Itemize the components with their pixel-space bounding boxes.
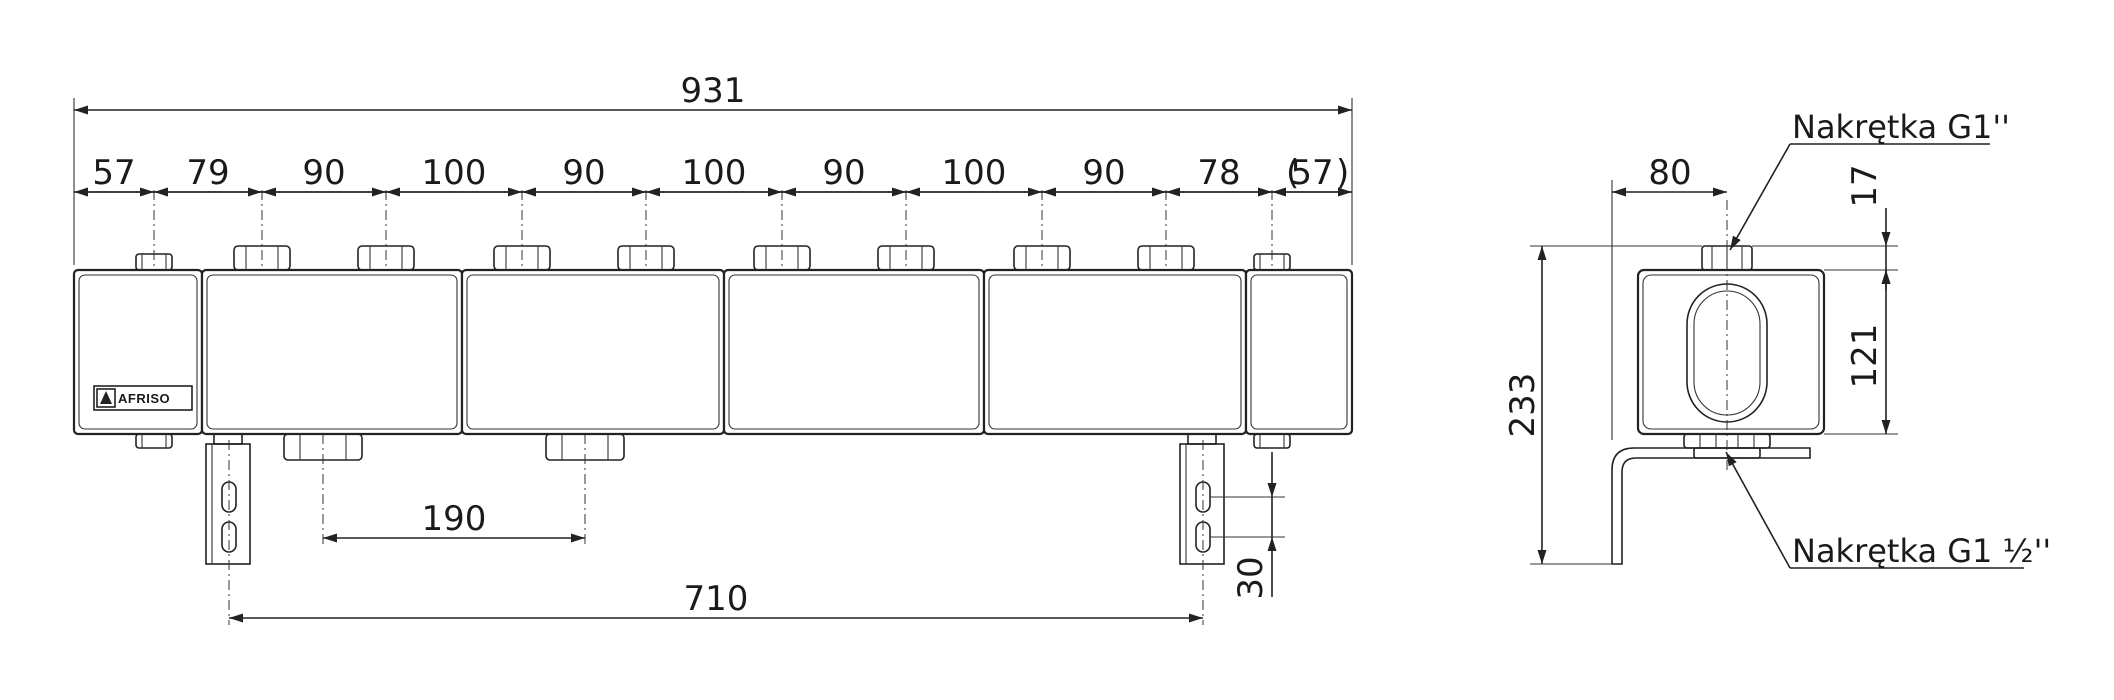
dim-side-body-height-label: 121 xyxy=(1845,324,1885,389)
dim-chain: 57 79 90 100 90 100 90 100 90 78 ( 57 ) xyxy=(74,153,1352,197)
dim-chain-2: 79 xyxy=(186,153,229,193)
dim-chain-4: 100 xyxy=(422,153,487,193)
dim-chain-paren-close: ) xyxy=(1336,153,1349,193)
logo-text: AFRISO xyxy=(118,391,170,406)
dim-chain-5: 90 xyxy=(562,153,605,193)
bottom-nuts xyxy=(135,433,1291,461)
dim-overall: 931 xyxy=(73,71,1353,265)
dim-side-top-offset-label: 17 xyxy=(1845,164,1885,207)
dim-bracket-spacing-label: 710 xyxy=(684,579,749,619)
front-view: AFRISO xyxy=(72,71,1354,625)
bracket-right xyxy=(1179,433,1225,625)
dim-chain-10: 78 xyxy=(1197,153,1240,193)
dim-side-width-label: 80 xyxy=(1648,153,1691,193)
dim-chain-1: 57 xyxy=(92,153,135,193)
dim-chain-6: 100 xyxy=(682,153,747,193)
dim-chain-8: 100 xyxy=(942,153,1007,193)
bracket-left xyxy=(205,433,251,625)
dim-side-body-height: 121 xyxy=(1824,270,1898,435)
dim-chain-11: 57 xyxy=(1290,153,1333,193)
side-body xyxy=(1636,268,1826,436)
manifold-body xyxy=(72,268,1354,436)
dim-side-top-offset: 17 xyxy=(1752,164,1898,290)
dim-bottom-spacing: 190 xyxy=(323,499,585,543)
dim-bracket-slot-label: 30 xyxy=(1231,556,1271,599)
dim-side-total-height-label: 233 xyxy=(1503,373,1543,438)
callout-nut-top: Nakrętka G1'' xyxy=(1729,108,2010,251)
dim-bracket-slot: 30 xyxy=(1210,452,1285,600)
dim-bottom-spacing-label: 190 xyxy=(422,499,487,539)
dim-chain-3: 90 xyxy=(302,153,345,193)
outlet-axes xyxy=(153,190,1273,545)
side-bracket xyxy=(1611,447,1811,565)
top-nuts xyxy=(135,245,1291,271)
side-view: 80 17 121 233 Nakrętka G1'' xyxy=(1503,108,2051,570)
callout-nut-bottom-label: Nakrętka G1 ½'' xyxy=(1792,532,2051,570)
dim-chain-9: 90 xyxy=(1082,153,1125,193)
callout-nut-bottom: Nakrętka G1 ½'' xyxy=(1725,451,2051,570)
dim-side-width: 80 xyxy=(1611,153,1727,440)
dim-overall-label: 931 xyxy=(681,71,746,111)
nut-bottom-left xyxy=(135,433,173,449)
dim-chain-paren-open: ( xyxy=(1286,153,1299,193)
dim-bracket-spacing: 710 xyxy=(229,579,1203,623)
dim-chain-7: 90 xyxy=(822,153,865,193)
callout-nut-top-label: Nakrętka G1'' xyxy=(1792,108,2010,146)
dim-side-total-height: 233 xyxy=(1503,245,1702,565)
afriso-logo: AFRISO xyxy=(93,385,193,411)
nut-bottom-right xyxy=(1253,433,1291,449)
